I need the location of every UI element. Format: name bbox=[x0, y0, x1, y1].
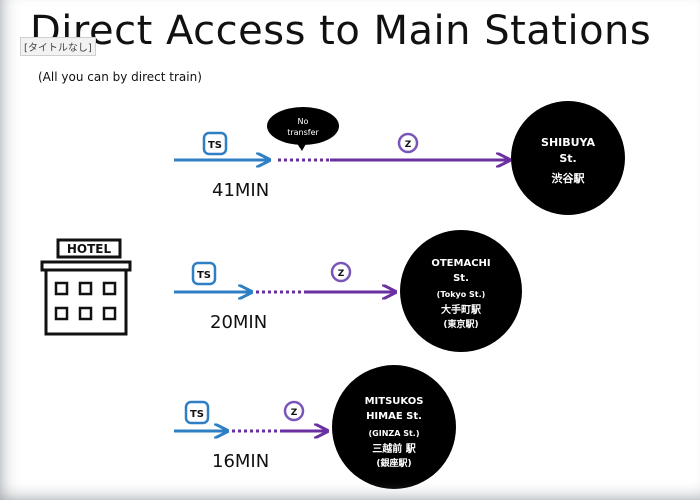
z-badge-icon bbox=[397, 132, 419, 154]
no-transfer-callout bbox=[267, 107, 339, 145]
z-badge-label: Z bbox=[338, 269, 345, 279]
page-title: Direct Access to Main Stations bbox=[30, 8, 652, 54]
hotel-building-icon: HOTEL bbox=[40, 238, 132, 336]
station-alt-name-jp: (銀座駅) bbox=[376, 457, 411, 469]
hotel-sign bbox=[56, 238, 122, 259]
untitled-tag: [タイトルなし] bbox=[20, 37, 96, 56]
z-badge-icon bbox=[330, 261, 352, 283]
station-alt-name-jp: (東京駅) bbox=[443, 318, 478, 330]
travel-time: 16MIN bbox=[212, 451, 269, 472]
ts-badge-label: TS bbox=[208, 140, 222, 151]
route-otemachi: TS Z 20MIN OTEMACHI St. (Tokyo St.) 大手町駅… bbox=[174, 230, 522, 352]
station-suffix: St. bbox=[559, 152, 576, 165]
page-subtitle: (All you can by direct train) bbox=[38, 70, 202, 84]
station-alt-name: (GINZA St.) bbox=[369, 429, 420, 438]
route-mitsukoshimae: TS Z 16MIN MITSUKOS HIMAE St. (GINZA St.… bbox=[174, 365, 456, 489]
station-name: OTEMACHI bbox=[431, 258, 490, 269]
ts-badge-icon bbox=[184, 400, 210, 425]
station-circle bbox=[332, 365, 456, 489]
station-circle bbox=[400, 230, 522, 352]
callout-line-2: transfer bbox=[287, 128, 319, 137]
station-name-jp: 三越前 駅 bbox=[372, 442, 416, 455]
z-badge-label: Z bbox=[291, 408, 298, 418]
station-circle bbox=[511, 101, 625, 215]
station-name: SHIBUYA bbox=[541, 136, 595, 149]
z-badge-label: Z bbox=[405, 140, 412, 150]
callout-line-1: No bbox=[298, 117, 309, 126]
station-name-jp: 大手町駅 bbox=[441, 303, 482, 316]
station-name: MITSUKOS bbox=[365, 396, 424, 407]
ts-badge-label: TS bbox=[197, 270, 211, 281]
route-shibuya: TS Z No transfer 41MIN SHIBUYA St. 渋谷駅 bbox=[174, 101, 625, 215]
travel-time: 41MIN bbox=[212, 180, 269, 201]
station-suffix: St. bbox=[453, 273, 469, 284]
station-name-jp: 渋谷駅 bbox=[552, 171, 585, 185]
travel-time: 20MIN bbox=[210, 312, 267, 333]
ts-badge-icon bbox=[191, 261, 217, 286]
hotel-label: HOTEL bbox=[67, 242, 112, 256]
ts-badge-icon bbox=[202, 131, 228, 156]
station-suffix: HIMAE St. bbox=[366, 411, 422, 422]
station-alt-name: (Tokyo St.) bbox=[437, 290, 486, 299]
ts-badge-label: TS bbox=[190, 409, 204, 420]
z-badge-icon bbox=[283, 400, 305, 422]
